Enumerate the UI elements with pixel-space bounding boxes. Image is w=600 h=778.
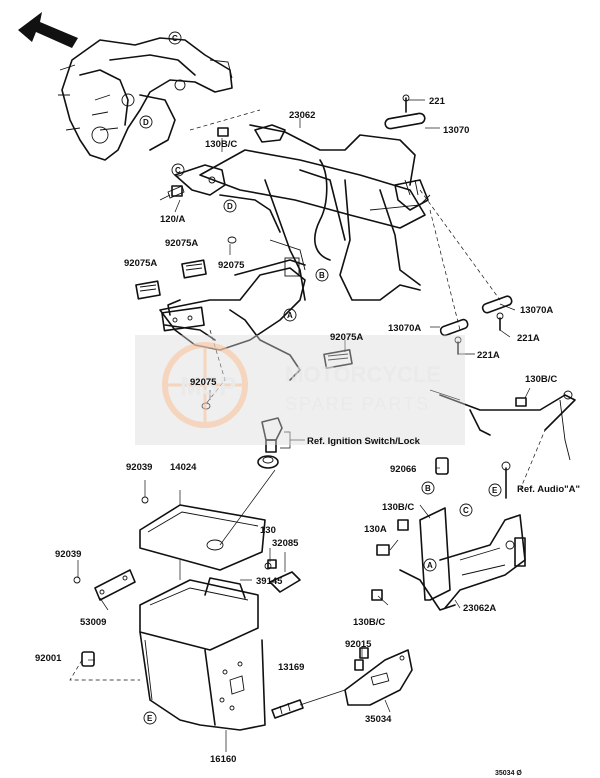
label-92001: 92001 (35, 653, 62, 664)
circle-ref-a-1: A (287, 311, 293, 320)
label-92066: 92066 (390, 464, 416, 475)
label-23062: 23062 (289, 110, 315, 121)
ref-audio-a: Ref. Audio"A" (517, 484, 580, 495)
leader-lines (77, 99, 531, 752)
label-13070: 13070 (443, 125, 469, 136)
label-120a: 120/A (160, 214, 185, 225)
circle-ref-e-2: E (492, 486, 498, 495)
circle-ref-b-2: B (425, 484, 431, 493)
label-130bc-1: 130B/C (205, 139, 237, 150)
bolt-92001 (69, 651, 140, 681)
circle-ref-c-3: C (463, 506, 469, 515)
bracket-35034 (344, 649, 413, 706)
watermark-line-2: SPARE PARTS (285, 394, 430, 414)
circle-ref-b-1: B (319, 271, 325, 280)
label-92075a-3: 92075A (330, 332, 363, 343)
circle-ref-a-2: A (427, 561, 433, 570)
ref-ignition-switch-lock: Ref. Ignition Switch/Lock (307, 436, 421, 447)
watermark: MSP MOTORCYCLE SPARE PARTS (135, 335, 465, 445)
audio-mount-bar (429, 389, 576, 491)
label-130bc-4: 130B/C (353, 617, 385, 628)
label-92075a-1: 92075A (165, 238, 198, 249)
circle-ref-c-2: C (175, 166, 181, 175)
label-13070a-2: 13070A (388, 323, 421, 334)
battery-case-16160: E (139, 560, 266, 731)
circle-ref-d-2: D (227, 202, 233, 211)
front-direction-arrow (18, 12, 78, 48)
battery-cover-14024 (139, 469, 276, 571)
label-13169: 13169 (278, 662, 304, 673)
part-labels: 221 13070 23062 130B/C 120/A 92075A 9207… (35, 96, 580, 777)
bolt-13169 (271, 689, 346, 719)
rack-frame-23062: B (199, 124, 501, 331)
label-35034: 35034 (365, 714, 392, 725)
circle-ref-d-1: D (143, 118, 149, 127)
rubber-pads-13070 (384, 94, 513, 355)
circle-ref-e-1: E (147, 714, 153, 723)
label-221-top: 221 (429, 96, 446, 107)
watermark-line-1: MOTORCYCLE (285, 362, 441, 387)
front-bracket: C D (159, 163, 281, 233)
label-39145: 39145 (256, 576, 283, 587)
bracket-53009 (73, 569, 136, 601)
label-23062a: 23062A (463, 603, 496, 614)
label-130a: 130A (364, 524, 387, 535)
label-14024: 14024 (170, 462, 197, 473)
label-92039-2: 92039 (55, 549, 81, 560)
label-221a-1: 221A (517, 333, 540, 344)
label-92039-1: 92039 (126, 462, 152, 473)
fasteners (171, 127, 527, 659)
label-13070a-1: 13070A (520, 305, 553, 316)
label-16160: 16160 (210, 754, 236, 765)
label-53009: 53009 (80, 617, 106, 628)
label-130bc-3: 130B/C (382, 502, 414, 513)
circle-ref-c-1: C (172, 34, 178, 43)
footer-code: 35034 Ø (495, 770, 522, 777)
ignition-switch (257, 417, 305, 469)
bracket-23062a: B C A E (399, 461, 526, 611)
main-frame-section: C D (58, 31, 261, 161)
label-92015: 92015 (345, 639, 372, 650)
label-130bc-2: 130B/C (525, 374, 557, 385)
label-92075-2: 92075 (190, 377, 217, 388)
label-130: 130 (260, 525, 276, 536)
label-221a-2: 221A (477, 350, 500, 361)
label-32085: 32085 (272, 538, 299, 549)
label-92075-1: 92075 (218, 260, 245, 271)
label-92075a-2: 92075A (124, 258, 157, 269)
watermark-logo: MSP (180, 371, 236, 401)
